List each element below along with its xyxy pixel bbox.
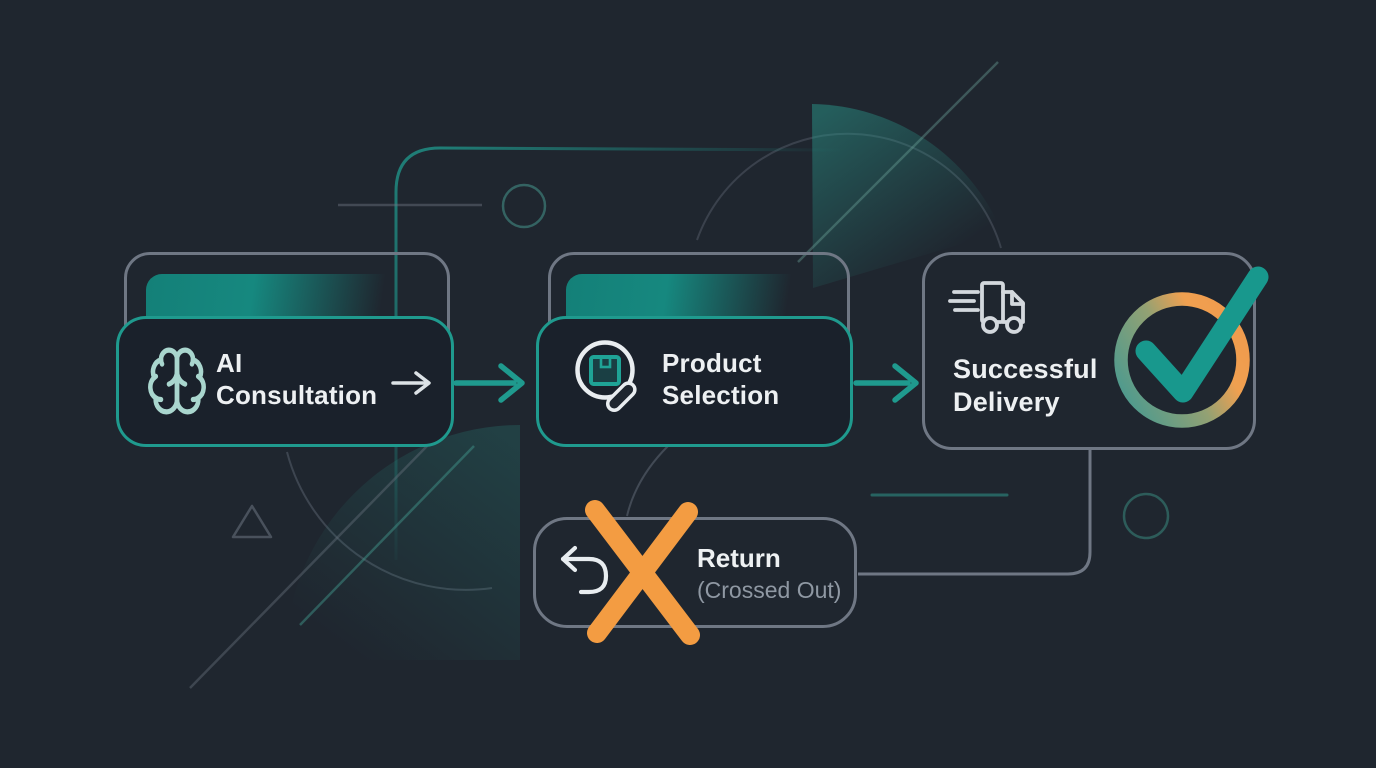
step-label: AI Consultation [216, 348, 378, 410]
magnifier-lens [575, 340, 635, 400]
arrow-right-icon [453, 363, 525, 403]
return-arrow-icon [560, 545, 609, 595]
card-tab [146, 274, 412, 320]
crossed-out-x-icon [585, 500, 700, 645]
step-label: Product Selection [662, 348, 780, 410]
connector-delivery-to-return [858, 448, 1092, 576]
decor-wedge-top [812, 104, 1002, 288]
brain-icon [148, 347, 206, 415]
decor-arc-center [626, 445, 669, 517]
decor-wedge-bottom [285, 425, 520, 660]
package-icon [589, 355, 621, 386]
return-sublabel: (Crossed Out) [697, 577, 842, 603]
decor-diagonal-top-right [797, 61, 999, 263]
arrow-right-icon [853, 363, 919, 403]
gradient-ring [1114, 292, 1250, 428]
card-tab [566, 274, 816, 320]
decor-triangle [231, 504, 273, 539]
decor-diagonal-gray [189, 442, 431, 689]
step-label: Successful Delivery [953, 354, 1098, 417]
card-body [536, 316, 853, 447]
package-flap [599, 355, 612, 369]
decor-rounded-rect-edge-left [394, 146, 441, 560]
decor-small-circle-bottom-right [1122, 492, 1170, 540]
arrow-right-icon [391, 371, 431, 395]
check-mark [1135, 266, 1269, 403]
search-package-icon [575, 340, 637, 413]
delivery-truck-icon [948, 281, 1025, 334]
decor-small-circle-top [501, 183, 547, 229]
decor-diagonal-teal [299, 445, 475, 626]
decor-rounded-rect-edge-top [439, 146, 841, 152]
magnifier-handle [605, 381, 637, 413]
check-circle-icon [1114, 266, 1269, 428]
return-label: Return [697, 543, 781, 573]
